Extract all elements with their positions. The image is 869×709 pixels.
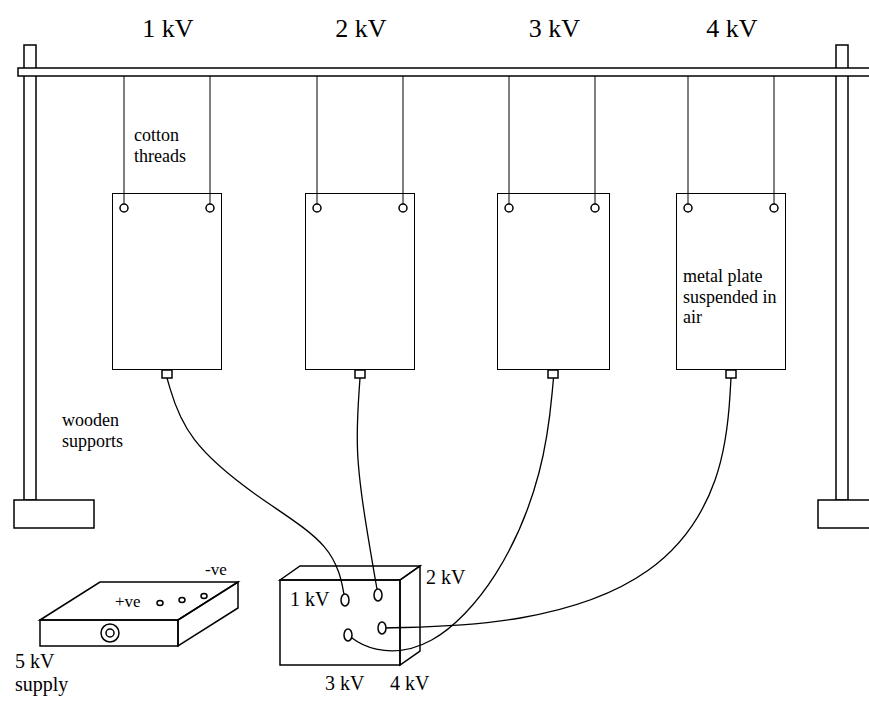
- cotton-thread: [595, 76, 596, 204]
- voltage-heading: 4 kV: [677, 14, 787, 44]
- plate-hole: [591, 204, 599, 212]
- connecting-wire: [382, 378, 731, 628]
- box-face: [280, 566, 420, 580]
- thread-label: cotton threads: [134, 125, 202, 166]
- plate-hole: [399, 204, 407, 212]
- connecting-wire: [348, 378, 554, 651]
- output-terminal: [179, 598, 185, 603]
- wooden-foot: [14, 500, 94, 528]
- output-terminal: [157, 601, 163, 606]
- plate-terminal: [548, 370, 558, 378]
- connecting-wire: [357, 378, 378, 595]
- voltage-heading: 3 kV: [498, 14, 611, 44]
- socket: [374, 589, 382, 601]
- output-terminal: [201, 594, 207, 599]
- cotton-thread: [317, 76, 318, 204]
- terminal-label: -ve: [205, 560, 227, 580]
- control-knob: [106, 629, 114, 637]
- divider-outline: [270, 530, 470, 700]
- wooden-foot: [818, 500, 869, 528]
- cotton-thread: [688, 76, 689, 204]
- supply-label: 5 kV supply: [15, 650, 77, 696]
- plate-hole: [120, 204, 128, 212]
- box-face: [400, 566, 420, 665]
- plate-hole: [684, 204, 692, 212]
- socket-label: 2 kV: [426, 566, 465, 589]
- socket: [344, 629, 352, 641]
- box-face: [280, 580, 400, 665]
- support-label: wooden supports: [62, 410, 157, 451]
- wooden-post: [836, 45, 848, 500]
- socket-label: 4 kV: [390, 672, 429, 695]
- plate-hole: [313, 204, 321, 212]
- voltage-heading: 2 kV: [306, 14, 416, 44]
- socket-label: 1 kV: [290, 588, 329, 611]
- plate-hole: [505, 204, 513, 212]
- socket: [378, 622, 386, 634]
- plate-terminal: [162, 370, 172, 378]
- metal-plate: 1 kV: [112, 193, 222, 370]
- power-supply: +ve -ve 5 kV supply: [8, 550, 248, 700]
- socket: [341, 594, 349, 606]
- cotton-thread: [210, 76, 211, 204]
- plate-hole: [770, 204, 778, 212]
- plate-terminal: [726, 370, 736, 378]
- socket-label: 3 kV: [325, 672, 364, 695]
- support-rod: [18, 68, 869, 76]
- metal-plate: 3 kV: [497, 193, 610, 370]
- cotton-thread: [403, 76, 404, 204]
- voltage-divider-box: 1 kV 2 kV 3 kV 4 kV: [270, 530, 470, 700]
- cotton-thread: [509, 76, 510, 204]
- terminal-label: +ve: [115, 592, 141, 612]
- wooden-post: [24, 45, 36, 500]
- voltage-heading: 1 kV: [113, 14, 223, 44]
- metal-plate: 4 kVmetal plate suspended in air: [676, 193, 786, 370]
- cotton-thread: [774, 76, 775, 204]
- control-knob: [101, 624, 119, 642]
- plate-note: metal plate suspended in air: [683, 266, 781, 328]
- plate-terminal: [355, 370, 365, 378]
- metal-plate: 2 kV: [305, 193, 415, 370]
- plate-hole: [206, 204, 214, 212]
- box-face: [178, 582, 238, 646]
- box-face: [40, 620, 178, 646]
- cotton-thread: [124, 76, 125, 204]
